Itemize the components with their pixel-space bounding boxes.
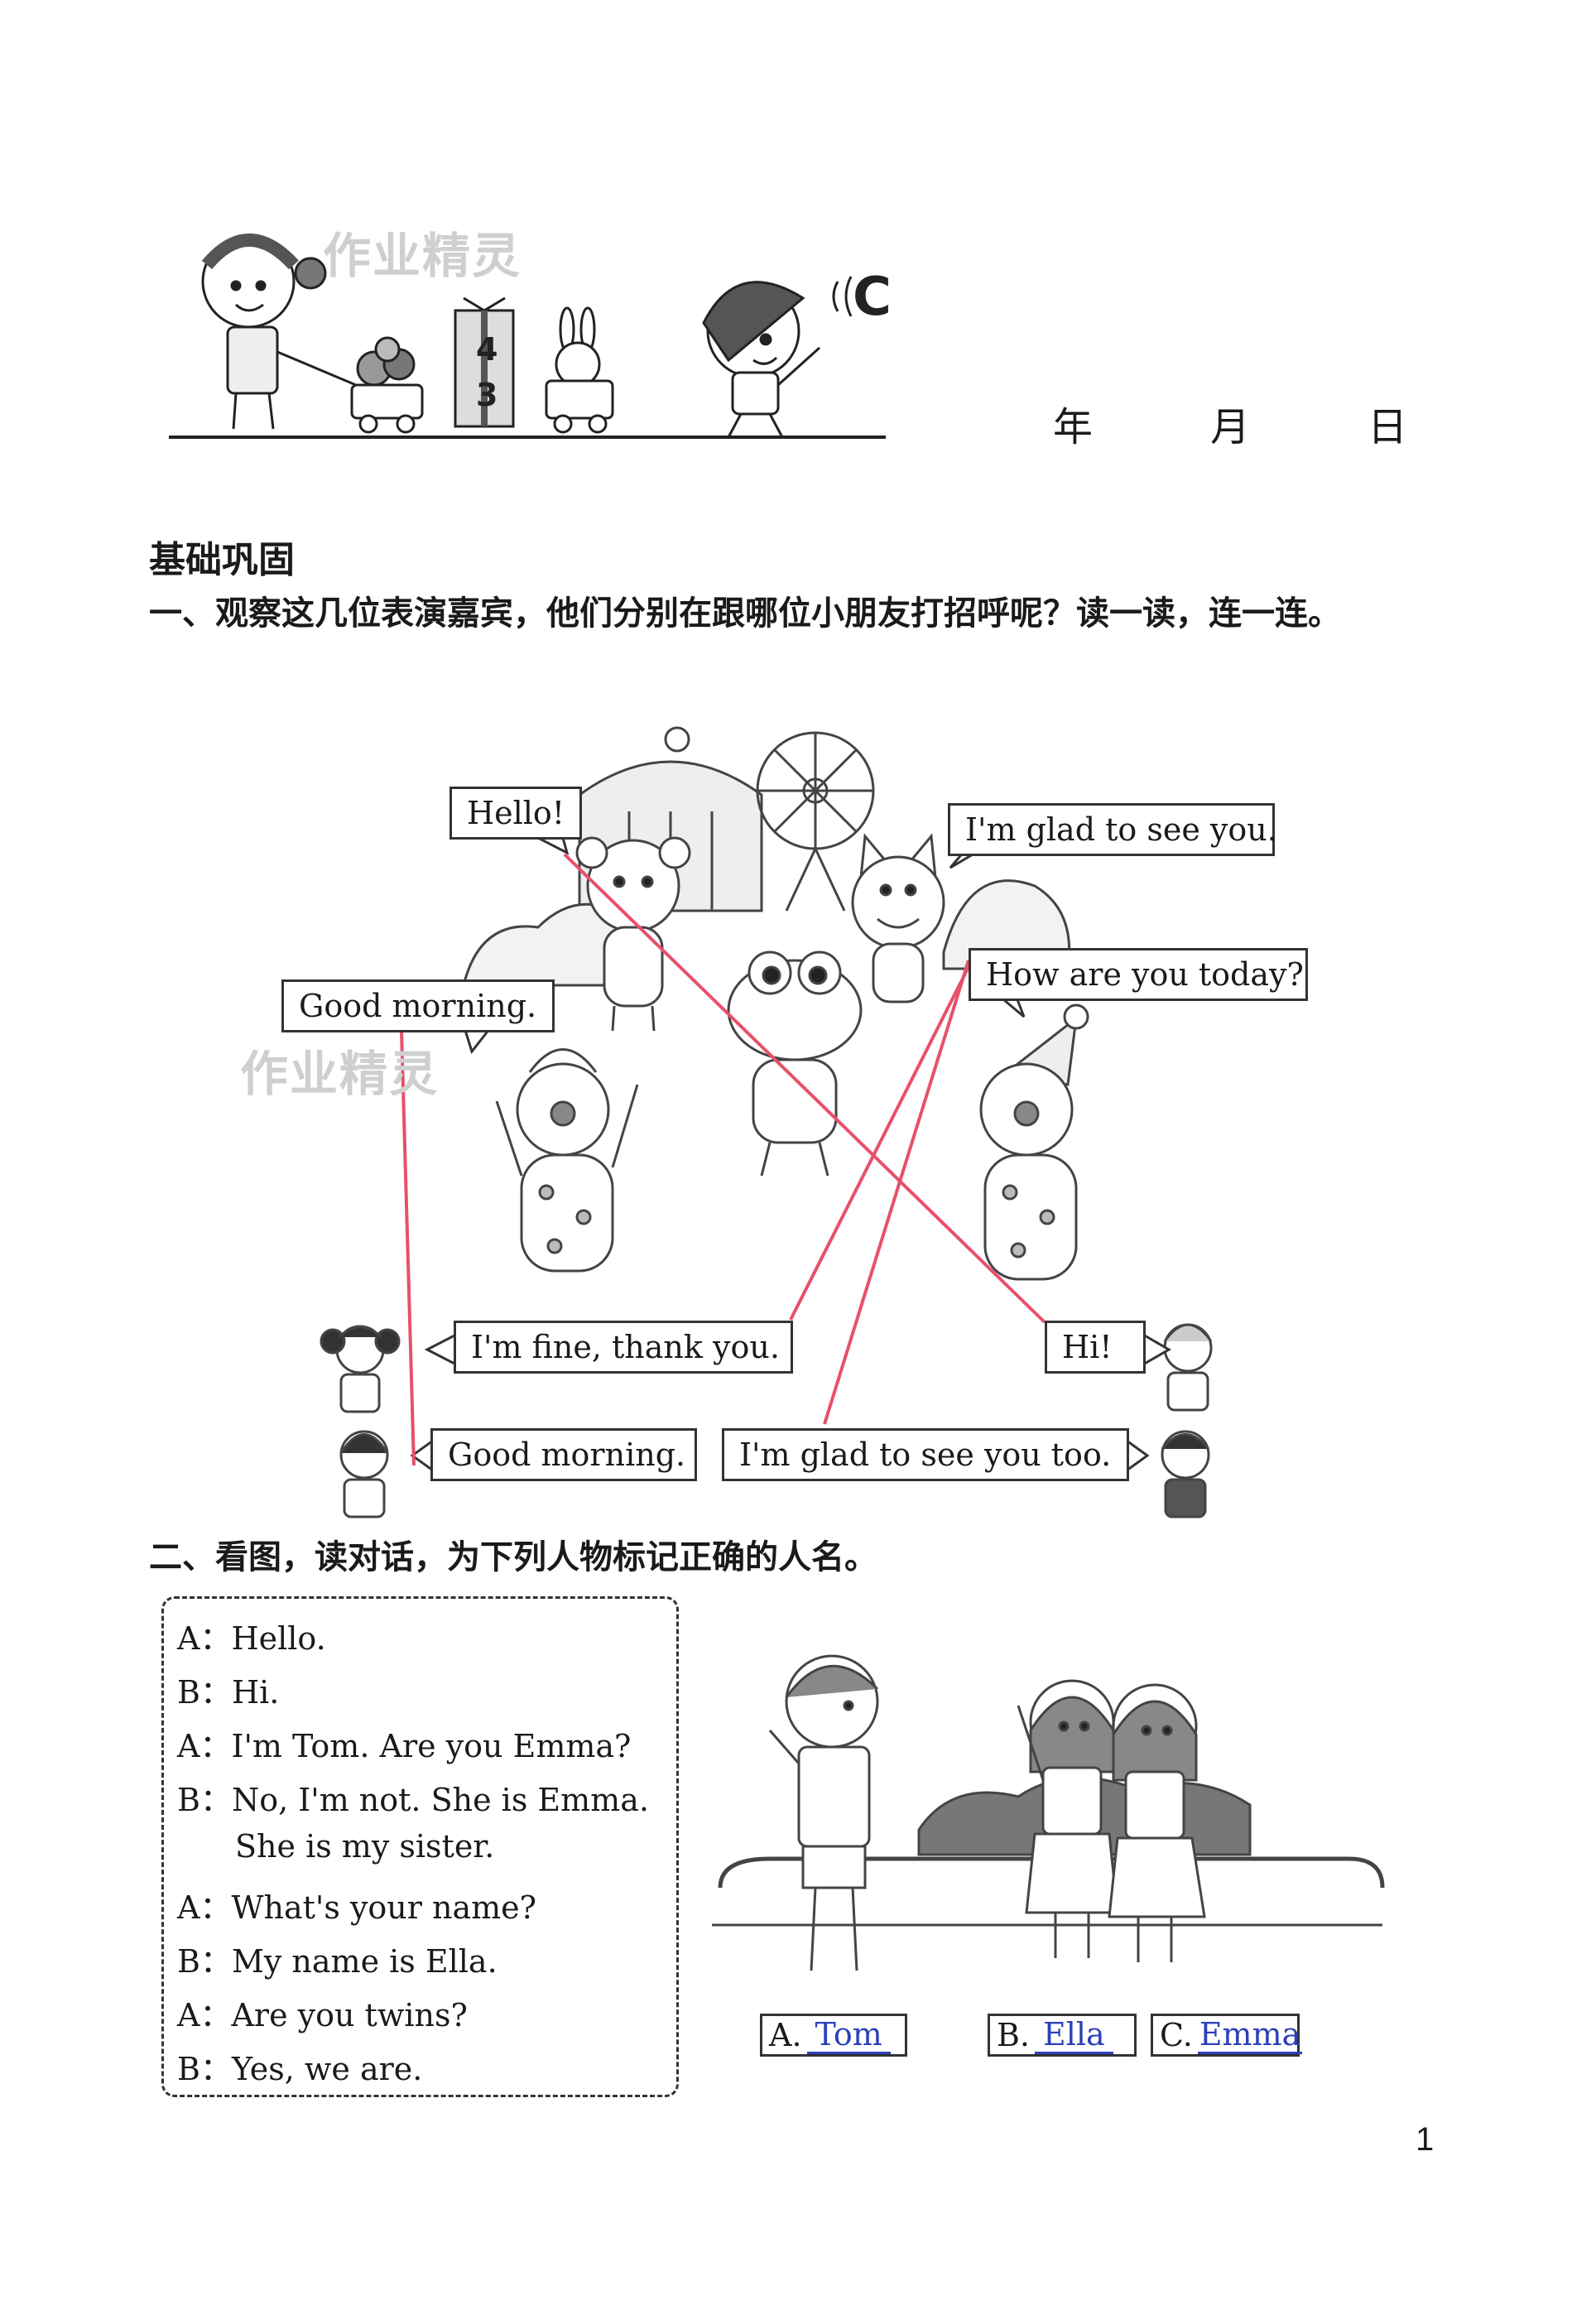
page-number: 1 xyxy=(1416,2121,1435,2158)
question2-prompt: 二、看图，读对话，为下列人物标记正确的人名。 xyxy=(149,1538,877,1576)
bubble-good-morning-performer: Good morning. xyxy=(281,979,555,1032)
dialogue-line: A：What's your name? xyxy=(177,1889,537,1926)
twins-illustration xyxy=(712,1654,1385,1971)
bubble-good-morning-child: Good morning. xyxy=(430,1428,697,1481)
girl-short-hair-icon xyxy=(339,1430,389,1518)
matching-lines xyxy=(400,853,1046,1466)
bubble-glad-to-see-you-too: I'm glad to see you too. xyxy=(722,1428,1129,1481)
fence-icon xyxy=(718,1856,1385,1889)
answer-name-emma[interactable]: Emma xyxy=(1197,2015,1303,2054)
bubble-glad-to-see-you: I'm glad to see you. xyxy=(948,803,1277,856)
match-line-hello-hi xyxy=(563,853,1046,1324)
dialogue-line: B：Hi. xyxy=(177,1674,280,1711)
bush-icon xyxy=(942,879,1071,970)
date-year: 年 xyxy=(1053,404,1094,450)
gift-number-bottom: 3 xyxy=(476,377,498,413)
gift-number-top: 4 xyxy=(476,331,498,368)
watermark-middle: 作业精灵 xyxy=(240,1046,440,1102)
answer-name-ella[interactable]: Ella xyxy=(1035,2017,1113,2054)
answer-box-b: B. Ella xyxy=(988,2014,1137,2057)
cat-performer-icon xyxy=(851,833,945,1003)
dialogue-line: A：I'm Tom. Are you Emma? xyxy=(177,1728,632,1764)
bubble-how-are-you-today: How are you today? xyxy=(969,948,1308,1001)
boy-dark-hair-icon xyxy=(1161,1430,1210,1518)
boy-curly-hair-icon xyxy=(1163,1323,1213,1412)
dialogue-line: B：My name is Ella. xyxy=(177,1943,498,1980)
date-day: 日 xyxy=(1368,404,1408,450)
dialogue-line: A：Hello. xyxy=(177,1620,326,1657)
ferris-wheel-icon xyxy=(756,731,875,912)
bubble-fine-thank-you: I'm fine, thank you. xyxy=(454,1321,793,1374)
emma-girl-icon xyxy=(1108,1683,1206,1962)
answer-box-a: A. Tom xyxy=(760,2014,907,2057)
gift-box-icon xyxy=(454,296,515,428)
dialogue-line: She is my sister. xyxy=(235,1828,495,1865)
girl-pigtails-icon xyxy=(320,1325,401,1413)
question1-prompt: 一、观察这几位表演嘉宾，他们分别在跟哪位小朋友打招呼呢？读一读，连一连。 xyxy=(149,594,1341,633)
answer-label-b: B. xyxy=(997,2017,1031,2053)
answer-name-tom[interactable]: Tom xyxy=(806,2017,891,2054)
girl-cartoon-icon xyxy=(201,233,357,430)
frog-performer-icon xyxy=(727,950,863,1177)
fruit-cart-icon xyxy=(350,336,424,434)
dialogue-line: B：Yes, we are. xyxy=(177,2051,423,2087)
header-illustration: 4 3 C xyxy=(169,233,892,439)
bubble-hi: Hi! xyxy=(1045,1321,1146,1374)
dialogue-box xyxy=(161,1596,679,2097)
clown-performer-icon xyxy=(495,1048,639,1273)
bubble-hello: Hello! xyxy=(449,787,582,840)
clown-hat-performer-icon xyxy=(979,1003,1089,1281)
tom-boy-icon xyxy=(768,1654,879,1971)
bunny-cart-icon xyxy=(545,306,614,434)
answer-label-c: C. xyxy=(1160,2017,1193,2053)
dialogue-line: B：No, I'm not. She is Emma. xyxy=(177,1782,649,1818)
answer-box-c: C. Emma xyxy=(1151,2014,1303,2057)
bear-performer-icon xyxy=(575,836,691,1032)
watermark-top: 作业精灵 xyxy=(323,228,522,284)
speech-letter: C xyxy=(853,267,892,328)
section-title: 基础巩固 xyxy=(149,539,295,581)
date-month: 月 xyxy=(1210,404,1251,450)
answer-label-a: A. xyxy=(769,2017,802,2053)
match-line-glad-gladtoo xyxy=(823,960,970,1425)
match-line-goodmorning xyxy=(400,1030,416,1466)
dialogue-line: A：Are you twins? xyxy=(177,1997,468,2033)
boy-cartoon-icon xyxy=(702,276,853,438)
match-line-howareyou-fine xyxy=(789,960,973,1321)
